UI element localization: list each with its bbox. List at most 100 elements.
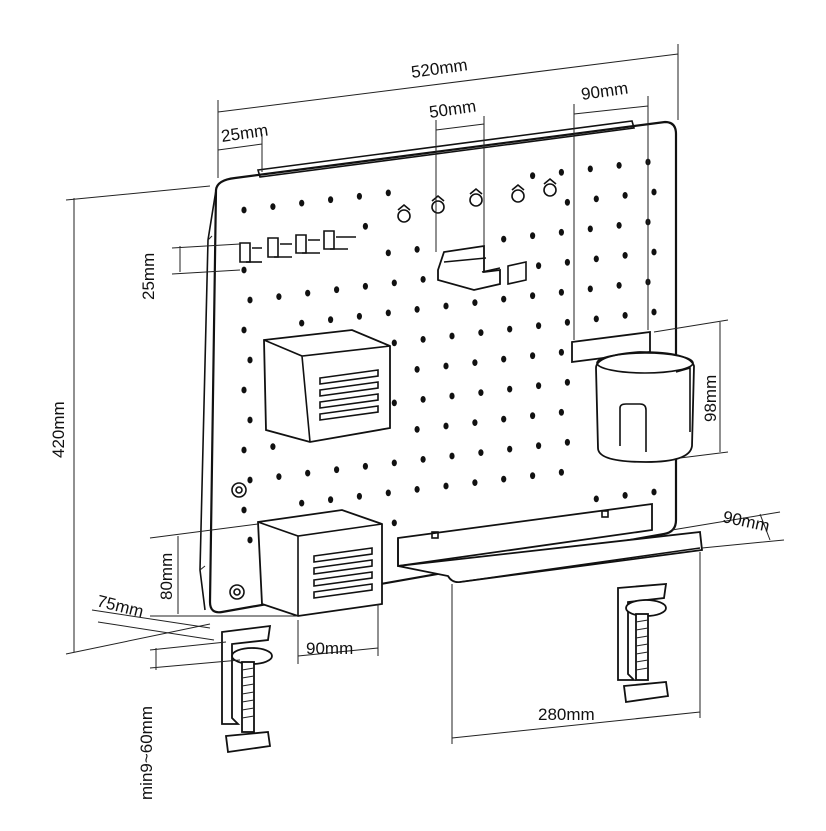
dimension-lines <box>65 44 785 744</box>
peg-hole <box>564 198 571 206</box>
peg-hole <box>558 348 565 356</box>
peg-hole <box>241 206 247 214</box>
peg-hole <box>443 422 449 430</box>
peg-hole <box>414 366 420 373</box>
right-clamp <box>617 583 670 704</box>
peg-hole <box>241 266 247 274</box>
peg-hole <box>558 408 565 416</box>
peg-hole <box>587 225 593 233</box>
shelf <box>397 502 703 584</box>
label-90mm-cup: 90mm <box>580 79 629 104</box>
peg-hole <box>472 479 478 486</box>
peg-hole <box>530 472 536 480</box>
lower-storage-box <box>257 509 383 617</box>
peg-hole <box>536 442 542 450</box>
peg-hole <box>391 399 397 407</box>
label-520mm: 520mm <box>410 55 469 82</box>
peg-hole <box>305 469 311 477</box>
label-25mm-side: 25mm <box>139 253 158 300</box>
peg-hole <box>391 519 397 527</box>
peg-hole <box>501 235 507 243</box>
peg-hole <box>443 302 449 310</box>
peg-hole <box>276 473 282 480</box>
peg-hole <box>593 255 599 263</box>
peg-hole <box>414 426 420 433</box>
peg-hole <box>593 195 599 203</box>
peg-hole <box>501 415 507 423</box>
peg-hole <box>507 385 513 393</box>
peg-hole <box>507 445 513 453</box>
peg-hole <box>449 392 455 400</box>
peg-hole <box>651 308 657 316</box>
peg-hole <box>247 356 253 364</box>
peg-hole <box>587 285 593 293</box>
label-98mm: 98mm <box>701 375 720 422</box>
peg-hole <box>385 189 391 197</box>
peg-hole <box>414 306 420 313</box>
peg-hole <box>530 172 536 180</box>
label-90mm-box: 90mm <box>306 639 353 658</box>
peg-hole <box>334 466 340 474</box>
peg-hole <box>247 476 253 484</box>
peg-hole <box>420 336 426 343</box>
peg-hole <box>356 312 362 320</box>
peg-hole <box>305 289 311 297</box>
peg-hole <box>328 496 334 504</box>
peg-hole <box>651 488 657 496</box>
peg-hole <box>536 382 542 390</box>
peg-hole <box>616 222 622 229</box>
label-90mm-shelf: 90mm <box>721 507 771 535</box>
peg-hole <box>385 249 391 257</box>
peg-hole <box>651 248 657 256</box>
peg-hole <box>391 459 397 467</box>
peg-hole <box>472 359 478 366</box>
peg-hole <box>558 168 565 176</box>
peg-hole <box>622 312 628 319</box>
peg-hole <box>247 416 253 424</box>
hooks <box>239 230 356 263</box>
peg-hole <box>391 279 397 287</box>
peg-hole <box>530 232 536 240</box>
peg-hole <box>530 412 536 420</box>
pegboard-panel <box>199 120 678 614</box>
peg-hole <box>564 318 571 326</box>
peg-hole <box>362 222 368 230</box>
peg-hole <box>587 165 593 173</box>
peg-hole <box>564 378 571 386</box>
peg-hole <box>507 325 513 333</box>
peg-hole <box>622 192 628 199</box>
peg-hole <box>558 468 565 476</box>
label-280mm: 280mm <box>538 705 595 724</box>
peg-hole <box>472 299 478 306</box>
peg-hole <box>501 295 507 303</box>
peg-hole <box>622 492 628 499</box>
peg-hole <box>241 386 247 394</box>
peg-hole <box>385 309 391 317</box>
tool-holder <box>437 244 527 291</box>
peg-hole <box>478 329 484 336</box>
dimension-labels: 520mm 420mm 25mm 25mm 50mm 90mm 98mm 90m… <box>49 55 771 800</box>
peg-hole <box>449 332 455 340</box>
peg-hole <box>385 489 391 497</box>
peg-hole <box>530 352 536 360</box>
label-80mm: 80mm <box>157 553 176 600</box>
peg-hole <box>299 319 305 327</box>
peg-hole <box>443 482 449 490</box>
peg-hole <box>616 282 622 289</box>
peg-hole <box>414 246 420 253</box>
peg-hole <box>420 276 426 283</box>
peg-hole <box>420 396 426 403</box>
peg-hole <box>356 192 362 200</box>
cup-holder <box>571 330 695 463</box>
peg-hole <box>449 452 455 460</box>
peg-hole <box>622 252 628 259</box>
peg-hole <box>472 419 478 426</box>
peg-hole <box>356 492 362 500</box>
peg-hole <box>247 296 253 304</box>
peg-hole <box>328 316 334 324</box>
peg-hole <box>593 315 599 323</box>
peg-hole <box>270 203 276 211</box>
label-50mm: 50mm <box>428 97 477 122</box>
